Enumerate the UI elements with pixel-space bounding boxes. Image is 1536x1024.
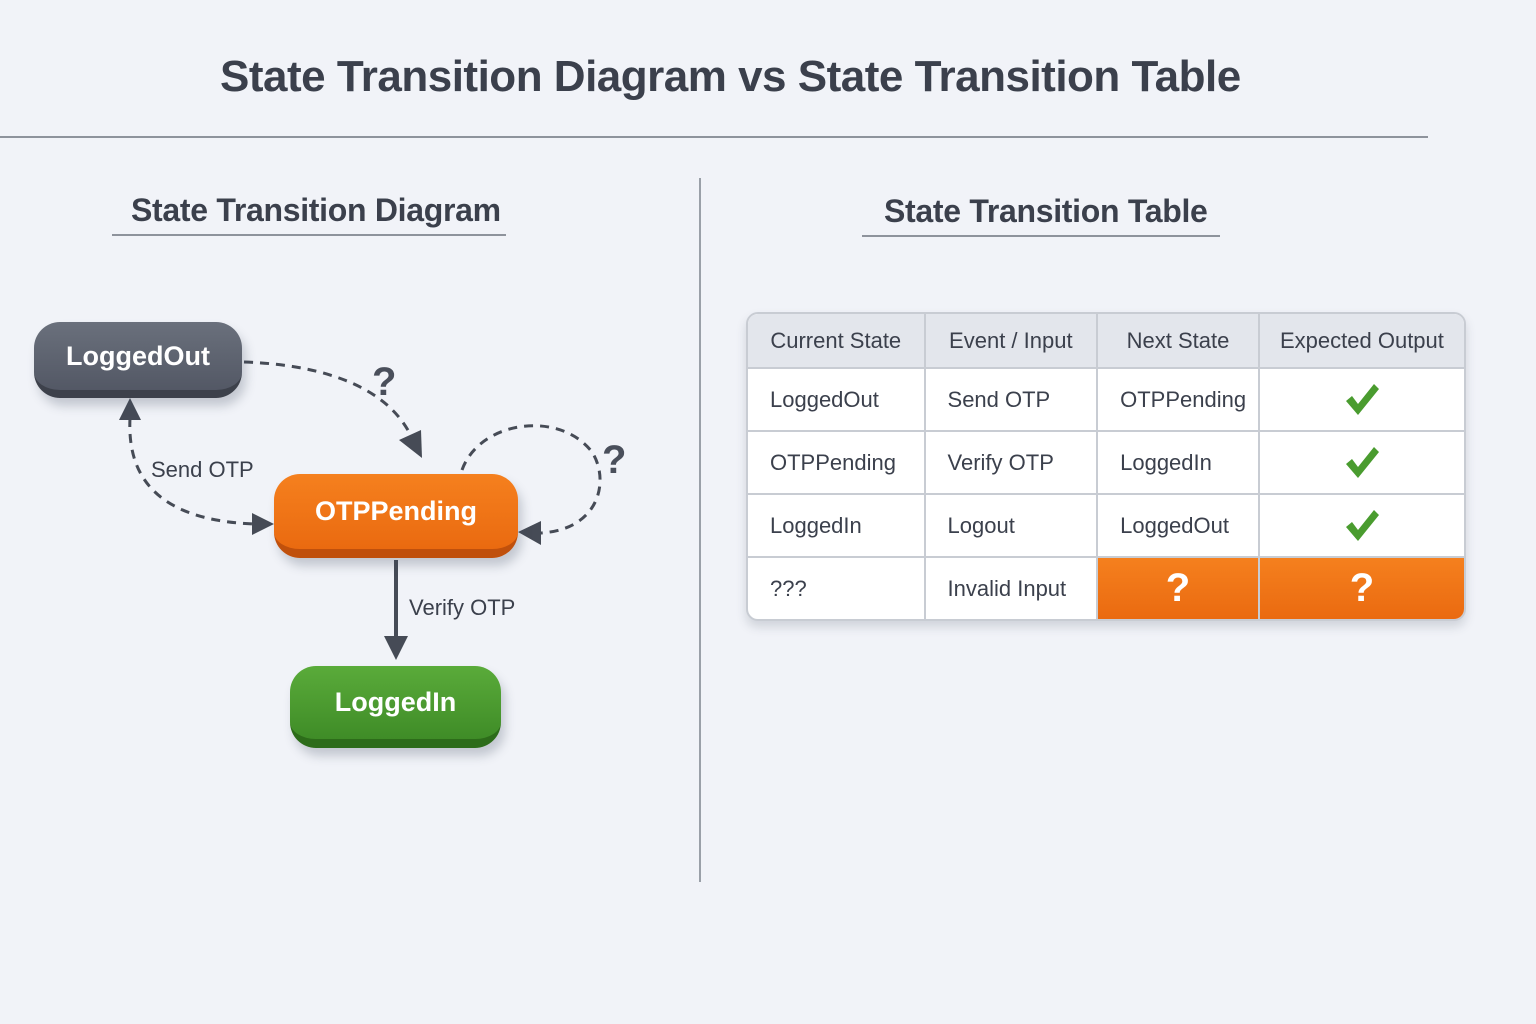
node-label: LoggedOut: [66, 340, 210, 371]
cell-expected-output: [1259, 369, 1464, 432]
arrow-left-icon: [518, 521, 541, 545]
cell-expected-output: [1259, 495, 1464, 558]
page-title: State Transition Diagram vs State Transi…: [220, 52, 1241, 101]
verify-otp-label: Verify OTP: [409, 595, 516, 620]
cell-next-state-unknown: ?: [1098, 558, 1260, 619]
send-otp-label: Send OTP: [151, 457, 254, 482]
table-row-invalid-input: ??? Invalid Input ? ?: [748, 558, 1464, 619]
arrow-down-icon: [399, 430, 422, 458]
cell-expected-output-unknown: ?: [1259, 558, 1464, 619]
unknown-transition-label: ?: [372, 360, 397, 404]
column-header-current-state: Current State: [748, 314, 926, 369]
cell-current-state: ???: [748, 558, 926, 619]
table-row: LoggedIn Logout LoggedOut: [748, 495, 1464, 558]
cell-next-state: OTPPending: [1098, 369, 1260, 432]
column-header-next-state: Next State: [1098, 314, 1260, 369]
cell-current-state: OTPPending: [748, 432, 926, 495]
diagram-title-underline: [112, 234, 506, 236]
table-section-title: State Transition Table: [884, 193, 1208, 229]
cell-current-state: LoggedIn: [748, 495, 926, 558]
table-title-underline: [862, 235, 1220, 237]
arrow-up-icon: [119, 398, 141, 420]
check-icon: [1345, 383, 1379, 415]
arrow-right-icon: [252, 513, 274, 535]
self-loop-edge: [460, 424, 602, 535]
table-row: OTPPending Verify OTP LoggedIn: [748, 432, 1464, 495]
arrow-down-icon: [384, 636, 408, 660]
column-header-event-input: Event / Input: [925, 314, 1099, 369]
diagram-edges: [119, 360, 602, 660]
table-row: LoggedOut Send OTP OTPPending: [748, 369, 1464, 432]
diagram-section-title: State Transition Diagram: [131, 192, 501, 228]
check-icon: [1345, 446, 1379, 478]
cell-next-state: LoggedOut: [1098, 495, 1260, 558]
cell-next-state: LoggedIn: [1098, 432, 1260, 495]
state-transition-table: Current State Event / Input Next State E…: [746, 312, 1466, 621]
node-label: OTPPending: [315, 496, 477, 526]
unknown-self-loop-label: ?: [602, 438, 627, 482]
send-otp-edge: [128, 417, 256, 526]
state-node-loggedout[interactable]: LoggedOut: [34, 322, 242, 398]
vertical-divider: [699, 178, 701, 882]
column-header-expected-output: Expected Output: [1259, 314, 1464, 369]
state-node-otppending[interactable]: OTPPending: [274, 474, 518, 558]
cell-event: Logout: [925, 495, 1099, 558]
table-header-row: Current State Event / Input Next State E…: [748, 314, 1464, 369]
check-icon: [1345, 509, 1379, 541]
state-node-loggedin[interactable]: LoggedIn: [290, 666, 501, 748]
node-label: LoggedIn: [334, 687, 457, 717]
cell-expected-output: [1259, 432, 1464, 495]
title-divider: [0, 136, 1428, 138]
cell-current-state: LoggedOut: [748, 369, 926, 432]
cell-event: Verify OTP: [925, 432, 1099, 495]
cell-event: Send OTP: [925, 369, 1099, 432]
cell-event: Invalid Input: [926, 558, 1099, 619]
